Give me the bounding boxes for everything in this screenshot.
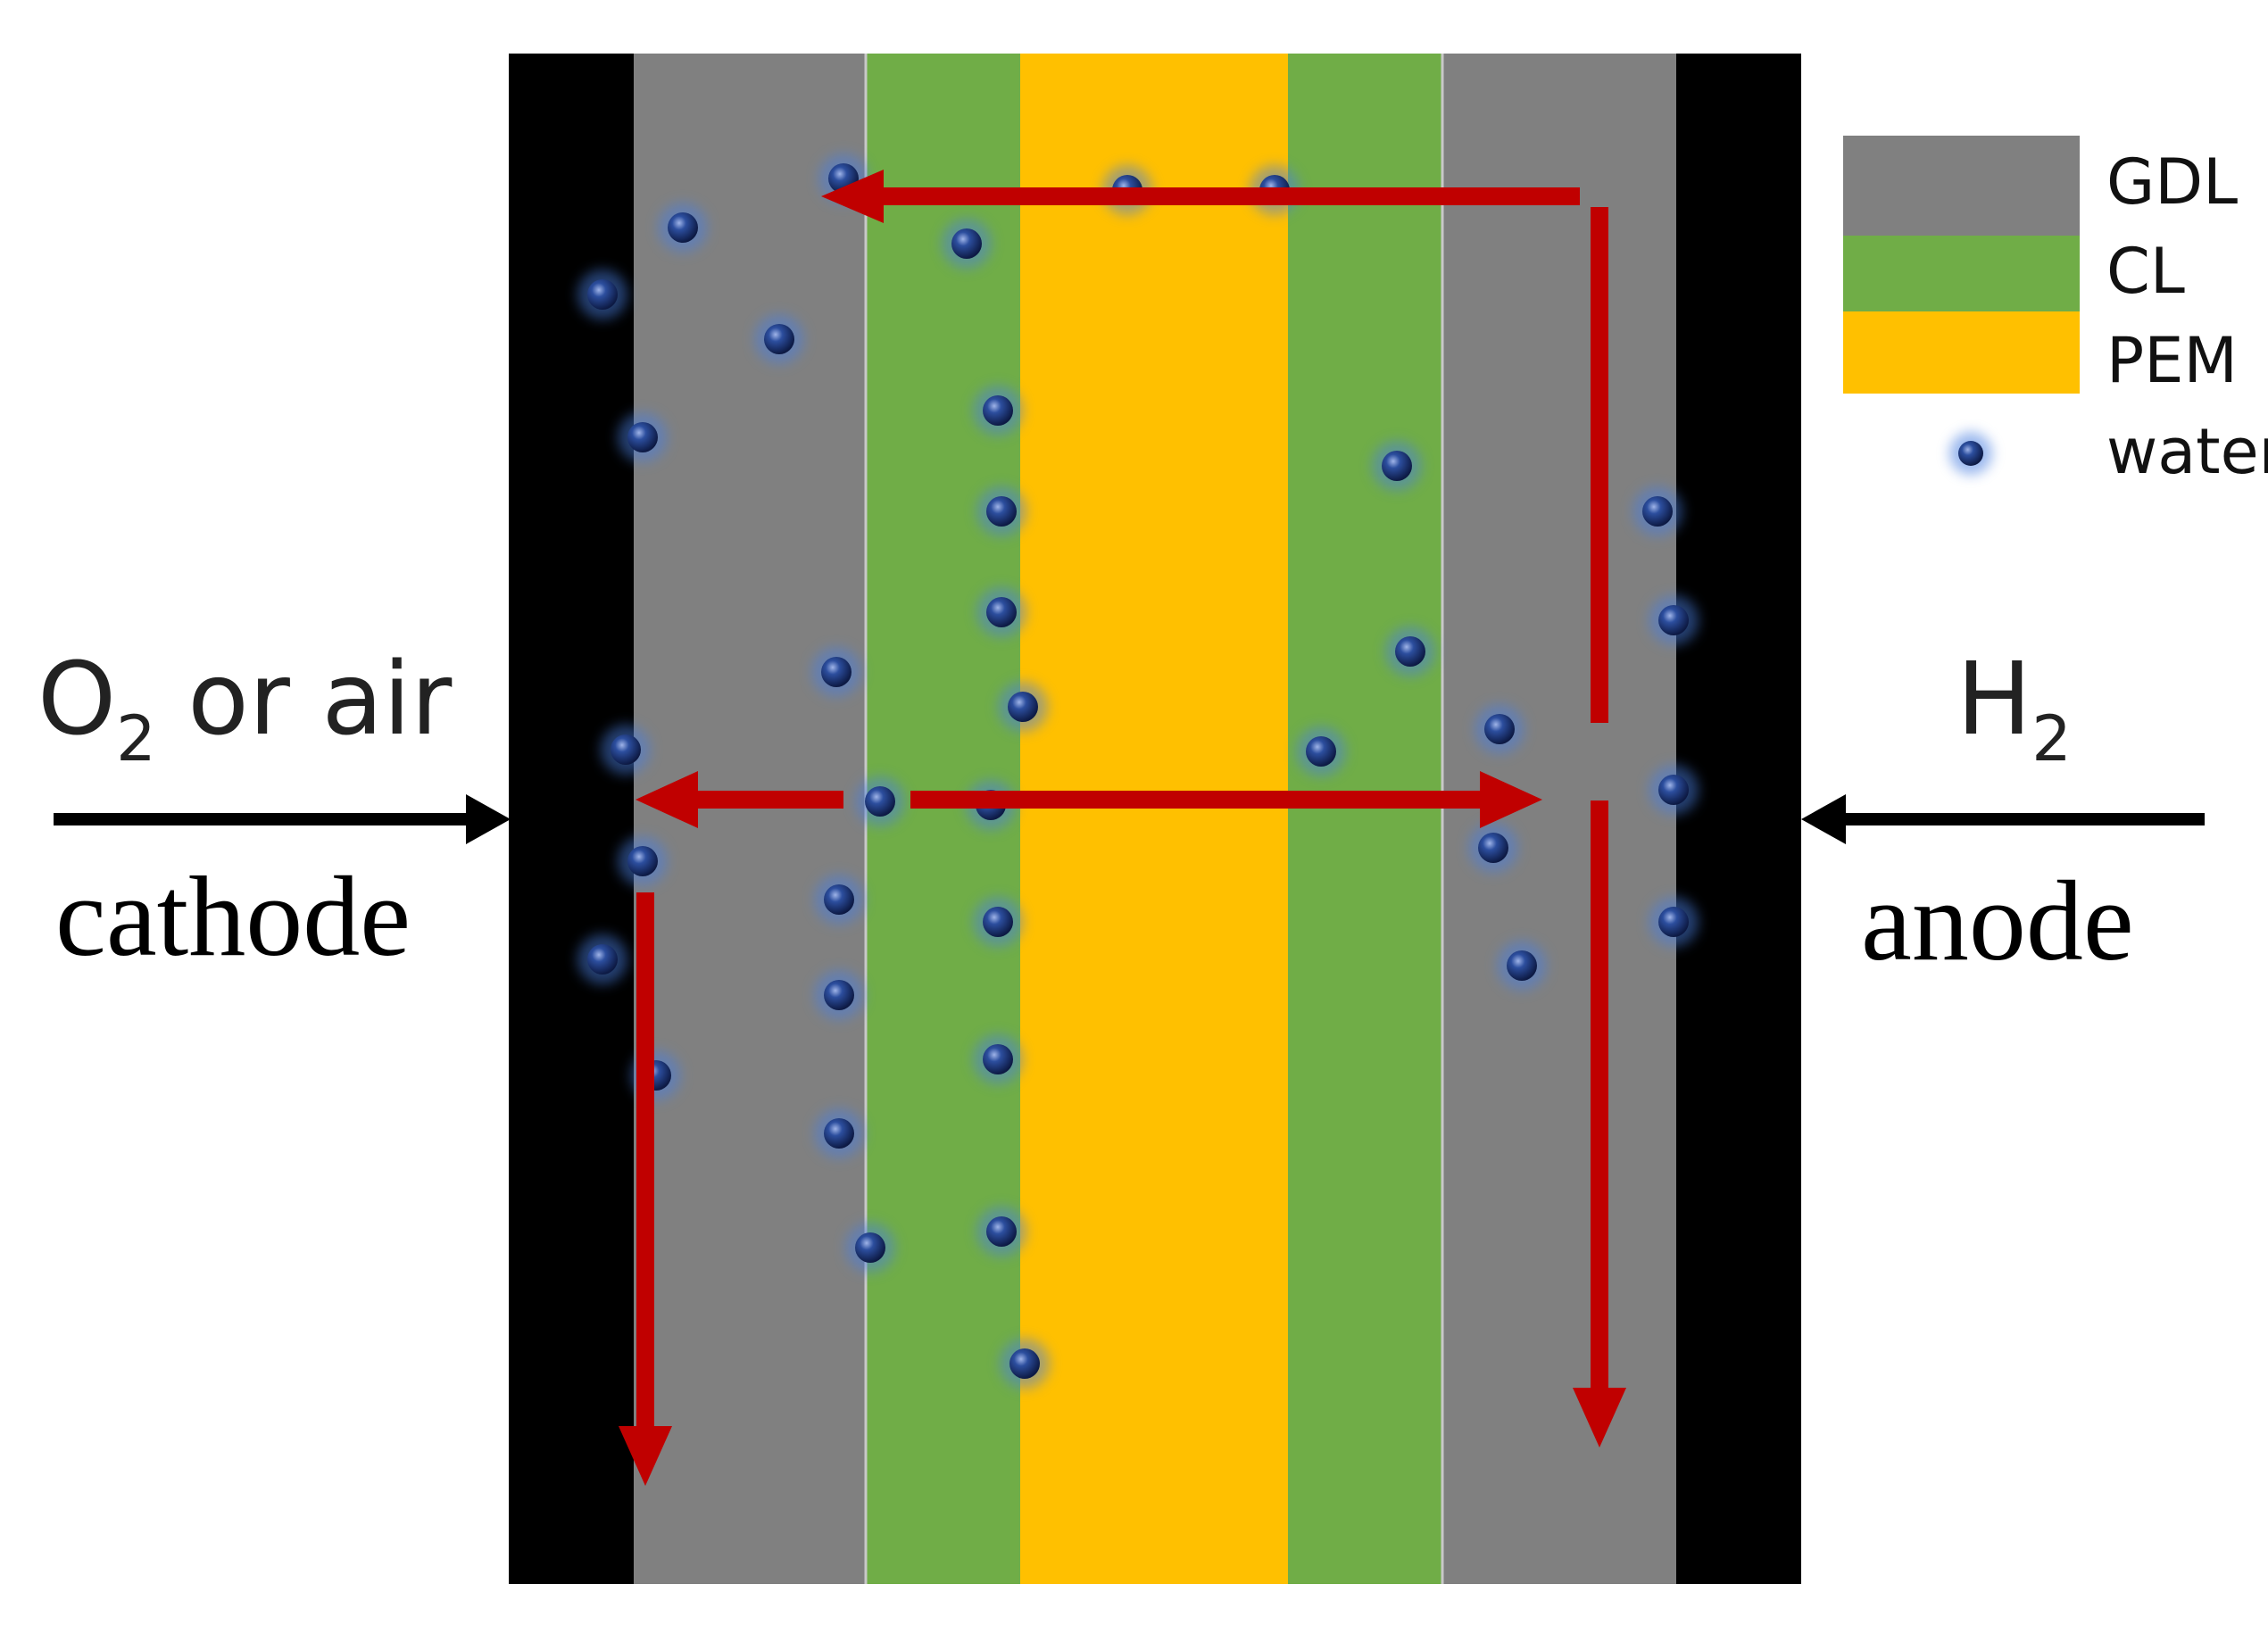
flow-arrow-middle-right-shaft (910, 791, 1507, 809)
flow-arrow-top-head-icon (821, 170, 884, 223)
water-droplet (814, 1108, 864, 1158)
water-droplet (973, 1034, 1023, 1084)
water-droplet (998, 682, 1048, 732)
water-droplet (973, 897, 1023, 947)
flow-arrow-anode-lower-shaft (1591, 801, 1608, 1407)
anode-cl (1288, 54, 1442, 1584)
water-droplet (976, 1207, 1026, 1257)
water-droplet (814, 875, 864, 925)
water-droplet (577, 934, 627, 984)
water-droplet (1649, 897, 1699, 947)
water-droplet (855, 776, 905, 826)
water-droplet (1475, 704, 1524, 754)
anode-feed-arrow-shaft (1839, 813, 2205, 825)
water-droplet (1296, 726, 1346, 776)
flow-arrow-anode-down-head-icon (1573, 1388, 1626, 1448)
water-droplet (1497, 941, 1547, 991)
water-droplet (1649, 595, 1699, 645)
cathode-gdl (634, 54, 866, 1584)
water-droplet (845, 1223, 895, 1273)
water-droplet (618, 836, 668, 886)
legend-swatch-gdl (1843, 136, 2080, 236)
water-droplet (976, 486, 1026, 536)
water-droplet (618, 412, 668, 462)
water-droplet (973, 386, 1023, 436)
anode-gas-subscript: 2 (2031, 702, 2072, 776)
water-droplet (811, 647, 861, 697)
legend-label-gdl: GDL (2106, 145, 2238, 219)
flow-arrow-top-shaft (884, 187, 1580, 205)
legend-water-icon (1949, 432, 1992, 475)
water-droplet (658, 203, 708, 253)
water-droplet (1632, 486, 1682, 536)
water-droplets (577, 153, 1699, 1389)
water-droplet (754, 314, 804, 364)
legend-swatch-pem (1843, 311, 2080, 394)
flow-arrow-middle-right-head-icon (1480, 771, 1542, 828)
flow-arrow-cathode-down-head-icon (619, 1426, 672, 1486)
layer-stack (509, 54, 1801, 1584)
pem (1020, 54, 1288, 1584)
water-droplet (942, 219, 992, 269)
anode-gas-label: H2 (1956, 642, 2072, 776)
water-droplet (1000, 1339, 1050, 1389)
anode-bipolar-plate (1676, 54, 1801, 1584)
cathode-gas-label: O2 or air (37, 642, 453, 776)
cathode-feed-arrow-head-icon (466, 794, 511, 844)
cathode-gas-subscript: 2 (116, 702, 156, 776)
gas-feed-arrows (54, 794, 2205, 844)
water-droplet (601, 725, 651, 775)
flow-arrow-middle-left-shaft (692, 791, 843, 809)
legend-label-cl: CL (2106, 235, 2185, 308)
water-droplet (1649, 765, 1699, 815)
anode-feed-arrow-head-icon (1801, 794, 1846, 844)
water-droplet (1468, 823, 1518, 873)
water-droplet (1372, 441, 1422, 491)
water-droplet (1385, 626, 1435, 676)
anode-gdl (1442, 54, 1676, 1584)
legend-label-pem: PEM (2106, 324, 2238, 397)
water-droplet (976, 587, 1026, 637)
legend-label-water: water (2106, 415, 2268, 488)
water-flow-arrows (619, 170, 1626, 1486)
cathode-label: cathode (55, 853, 411, 980)
flow-arrow-cathode-down-shaft (636, 892, 654, 1428)
water-droplet (577, 270, 627, 319)
legend: GDL CL PEM water (1843, 136, 2268, 488)
water-droplet (814, 970, 864, 1020)
flow-arrow-middle-left-head-icon (636, 771, 698, 828)
flow-arrow-anode-upper-shaft (1591, 207, 1608, 723)
legend-swatch-cl (1843, 236, 2080, 311)
cathode-feed-arrow-shaft (54, 813, 473, 825)
anode-label: anode (1861, 858, 2134, 984)
